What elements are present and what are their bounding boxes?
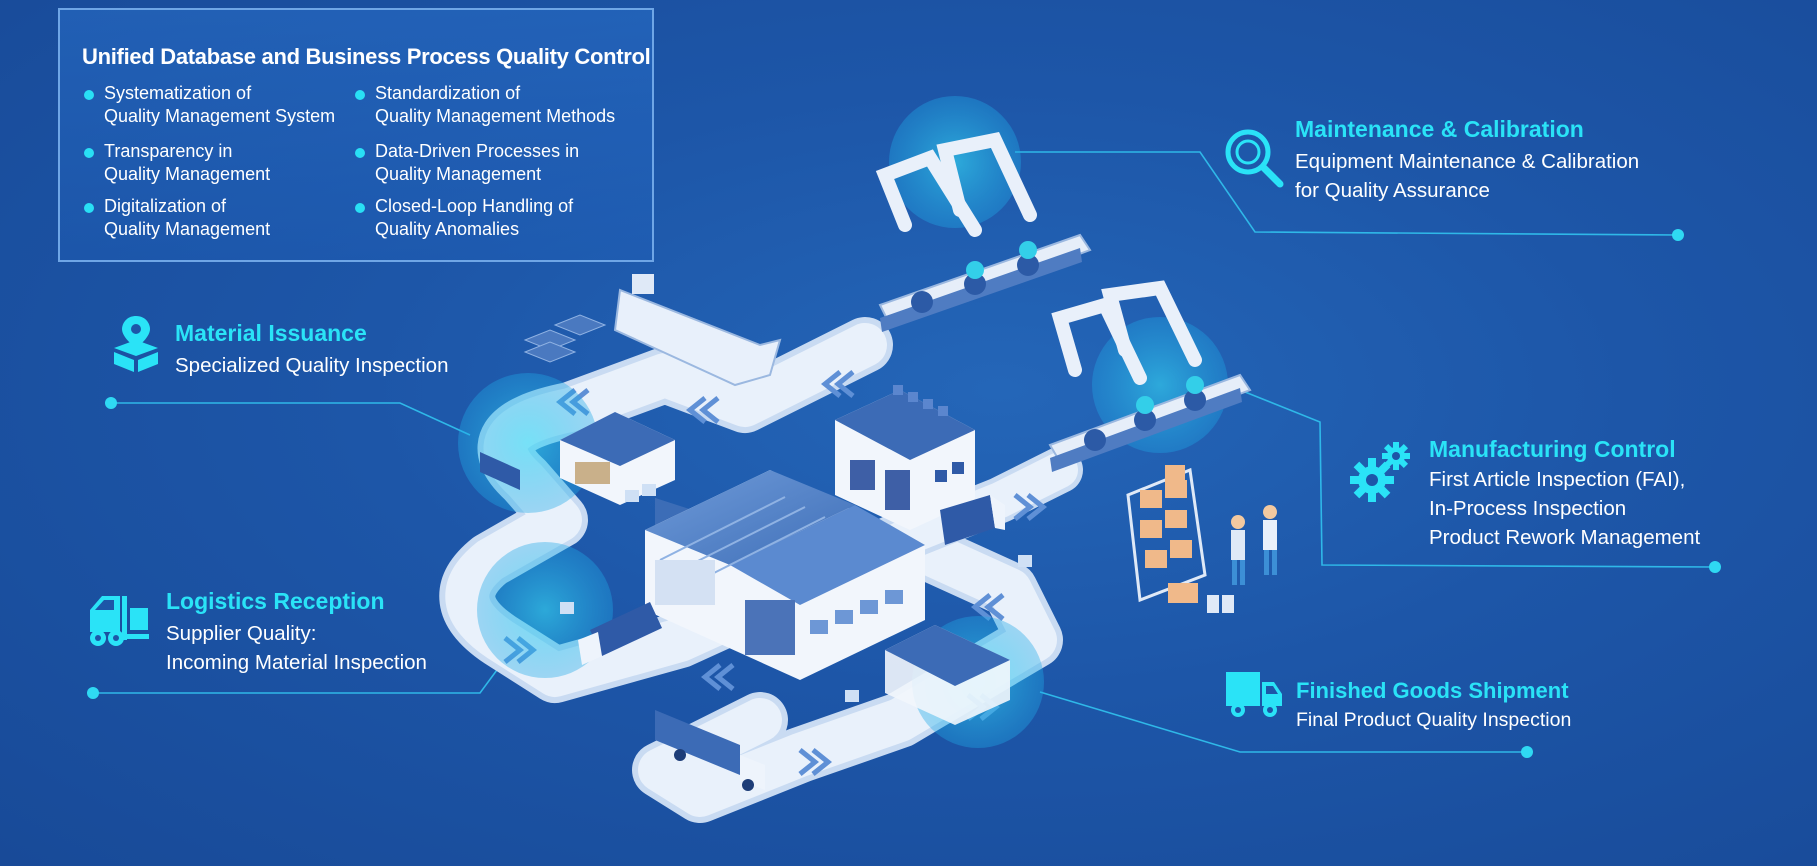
bullet-digitalization: Digitalization of Quality Management [84, 195, 270, 241]
small-crates [560, 484, 1032, 702]
summary-box: Unified Database and Business Process Qu… [58, 8, 654, 262]
stage-shipment: Finished Goods Shipment Final Product Qu… [1296, 678, 1571, 735]
warehouse-bottom [885, 625, 1010, 725]
stage-manufacturing-line-1: First Article Inspection (FAI), [1429, 468, 1686, 491]
connector-material [111, 402, 471, 436]
truck-bottom-left [655, 710, 765, 791]
stage-shipment-line-1: Final Product Quality Inspection [1296, 709, 1572, 731]
stage-manufacturing-line-3: Product Rework Management [1429, 526, 1701, 549]
box-location-icon [114, 316, 158, 372]
warehouse-left [560, 412, 675, 505]
stage-material-line-1: Specialized Quality Inspection [175, 354, 449, 377]
bullet-systematization: Systematization of Quality Management Sy… [84, 82, 335, 128]
stage-logistics-line-1: Supplier Quality: [166, 622, 317, 645]
conveyor-line-top [875, 132, 1092, 332]
bullet-transparency: Transparency in Quality Management [84, 140, 270, 186]
bullet-dot [84, 148, 94, 158]
connector-endpoints [87, 229, 1721, 758]
stacked-crates-left [523, 314, 607, 363]
stage-logistics-title: Logistics Reception [166, 588, 385, 614]
stage-maintenance-title: Maintenance & Calibration [1295, 116, 1584, 142]
forklift-icon [90, 596, 149, 646]
connector-manufacturing [1234, 387, 1716, 568]
stage-logistics: Logistics Reception Supplier Quality: In… [166, 588, 427, 677]
stage-manufacturing: Manufacturing Control First Article Insp… [1429, 436, 1700, 552]
connector-maintenance [1015, 151, 1679, 236]
bullet-standardization: Standardization of Quality Management Me… [355, 82, 615, 128]
truck-left [578, 602, 662, 665]
magnifier-icon [1225, 129, 1284, 188]
stage-maintenance: Maintenance & Calibration Equipment Main… [1295, 116, 1639, 205]
summary-title: Unified Database and Business Process Qu… [82, 44, 651, 69]
stage-shipment-title: Finished Goods Shipment [1296, 678, 1569, 703]
truck-icon [1226, 672, 1282, 717]
stage-manufacturing-title: Manufacturing Control [1429, 436, 1676, 462]
conveyor-line-right [1048, 280, 1252, 472]
bullet-dot [84, 203, 94, 213]
central-factory [645, 470, 925, 680]
warehouse-top [835, 385, 975, 530]
stage-maintenance-line-2: for Quality Assurance [1295, 179, 1490, 202]
storage-shelves [1126, 465, 1234, 613]
stage-maintenance-line-1: Equipment Maintenance & Calibration [1295, 150, 1640, 173]
stage-manufacturing-line-2: In-Process Inspection [1429, 497, 1627, 520]
bullet-dot [355, 90, 365, 100]
truck-glow-left [480, 452, 520, 490]
truck-center [940, 495, 1005, 545]
stage-material-title: Material Issuance [175, 320, 367, 346]
bullet-dot [355, 203, 365, 213]
stage-material: Material Issuance Specialized Quality In… [175, 320, 449, 380]
bullet-dot [84, 90, 94, 100]
bullet-dot [355, 148, 365, 158]
bullet-data-driven: Data-Driven Processes in Quality Managem… [355, 140, 579, 186]
workers [1231, 505, 1277, 585]
bullet-closed-loop: Closed-Loop Handling of Quality Anomalie… [355, 195, 573, 241]
gears-icon [1350, 442, 1410, 502]
stage-logistics-line-2: Incoming Material Inspection [166, 651, 427, 674]
connector-shipment [1039, 691, 1527, 753]
